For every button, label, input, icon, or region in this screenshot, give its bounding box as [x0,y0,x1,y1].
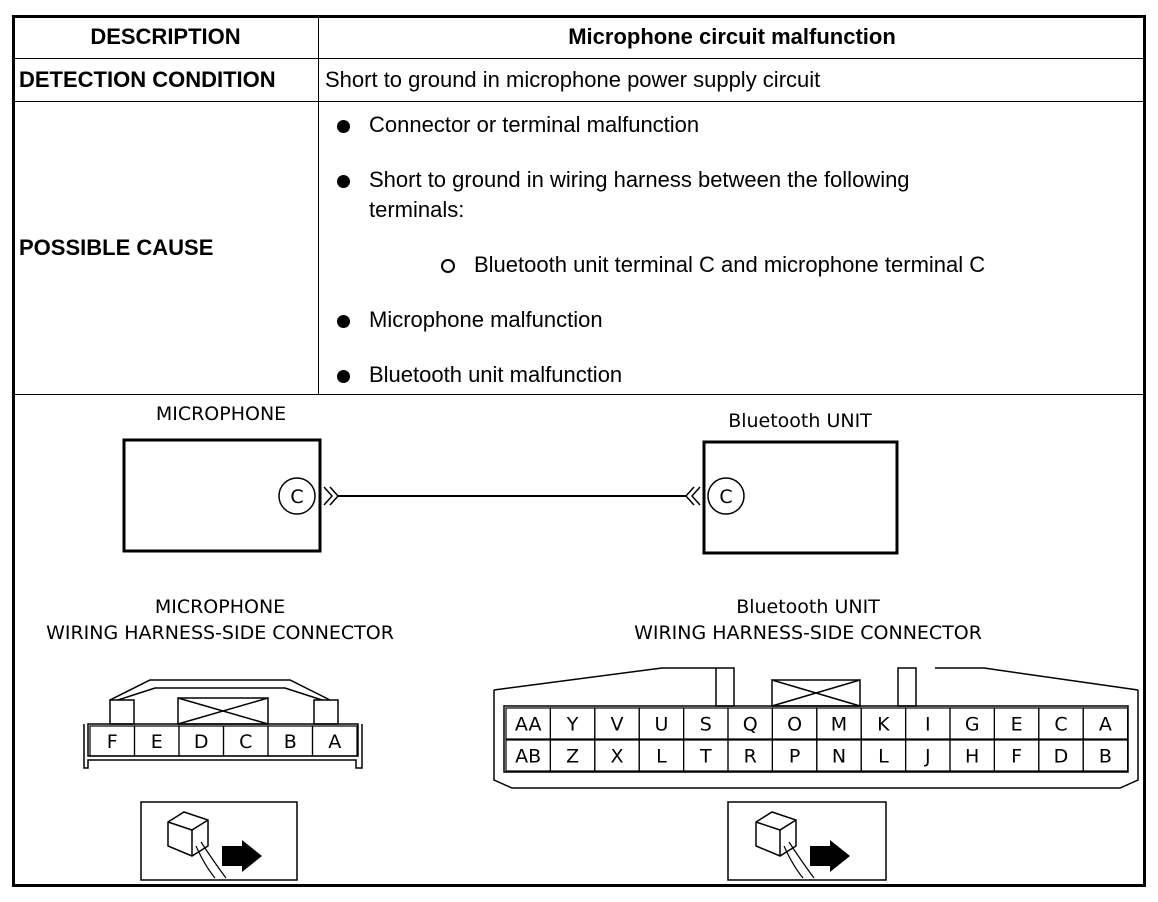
bt-terminal-label: C [719,486,732,508]
bt-bottom-pin-label: J [924,746,931,768]
bt-top-pin-label: V [611,714,624,736]
bluetooth-title: Bluetooth UNIT [728,410,872,432]
bt-top-pin-label: G [965,714,980,736]
bt-top-pin-label: AA [515,714,542,736]
circle-bullet-icon [441,259,455,273]
detection-row: DETECTION CONDITION Short to ground in m… [12,58,1146,102]
detection-label: DETECTION CONDITION [12,58,319,102]
description-row: DESCRIPTION Microphone circuit malfuncti… [12,15,1146,59]
bt-bottom-pin-label: F [1011,746,1022,768]
bt-top-pin-label: Y [566,714,579,736]
bt-top-pin-label: C [1054,714,1067,736]
bt-top-pin-label: U [654,714,668,736]
microphone-title: MICROPHONE [156,403,286,425]
bt-bottom-pin-label: AB [515,746,541,768]
bt-top-pin-label: K [877,714,890,736]
bt-terminal-circle [707,477,745,515]
cause-subitem: Bluetooth unit terminal C and microphone… [441,252,985,278]
mic-view-direction-icon [140,801,298,881]
bt-connector-title: Bluetooth UNIT [736,596,880,618]
description-value: Microphone circuit malfunction [318,15,1146,59]
mic-pin-label: E [151,731,163,753]
bt-top-pin-label: I [925,714,931,736]
bt-bottom-pin-label: X [610,746,623,768]
bt-top-pin-label: O [787,714,802,736]
cause-item-continued: terminals: [369,197,465,222]
bt-bottom-pin-cell [1082,739,1129,772]
mic-pin-label: F [107,731,118,753]
mic-connector-arrow-icon [323,486,340,506]
bullet-icon [337,315,350,328]
detection-value: Short to ground in microphone power supp… [318,58,1146,102]
bt-bottom-pin-label: T [699,746,712,768]
mic-connector-subtitle: WIRING HARNESS-SIDE CONNECTOR [46,622,394,644]
cause-item: Bluetooth unit malfunction [337,362,622,388]
mic-connector [83,679,363,769]
cause-row: POSSIBLE CAUSE Connector or terminal mal… [12,101,1146,395]
bt-connector-subtitle: WIRING HARNESS-SIDE CONNECTOR [634,622,982,644]
cause-label: POSSIBLE CAUSE [12,101,319,395]
bt-top-pin-label: Q [743,714,758,736]
bluetooth-box [702,440,899,555]
bullet-icon [337,120,350,133]
bt-bottom-pin-label: R [744,746,757,768]
bullet-icon [337,370,350,383]
bt-connector-arrow-icon [684,486,701,506]
cause-item: Microphone malfunction [337,307,603,333]
bt-bottom-pin-label: B [1099,746,1112,768]
microphone-box [122,438,322,553]
mic-pin-cell [311,725,358,757]
mic-pin-label: D [194,731,209,753]
cause-item: Short to ground in wiring harness betwee… [337,167,910,193]
cause-list: Connector or terminal malfunction Short … [318,101,1146,395]
info-table: DESCRIPTION Microphone circuit malfuncti… [12,15,1146,395]
bt-bottom-pin-label: L [656,746,667,768]
bt-bottom-pin-label: P [789,746,800,768]
bt-bottom-pin-label: L [878,746,889,768]
bt-top-pin-cell [1082,707,1129,740]
bt-connector [493,667,1139,789]
mic-connector-title: MICROPHONE [155,596,285,618]
mic-terminal-label: C [290,486,303,508]
mic-pin-label: C [239,731,252,753]
bt-bottom-pin-label: Z [566,746,579,768]
bt-top-pin-label: E [1011,714,1023,736]
bt-bottom-pin-label: D [1054,746,1069,768]
bt-bottom-pin-label: H [965,746,979,768]
bt-pin-grid: AA Y V U S Q O M K I G E C A AB Z X L T R P N L J H F D B [505,707,1129,772]
bt-top-pin-label: A [1099,714,1112,736]
bt-top-pin-label: S [700,714,712,736]
mic-pin-label: B [284,731,297,753]
bt-bottom-pin-label: N [832,746,846,768]
bt-top-pin-label: M [831,714,847,736]
cause-item: Connector or terminal malfunction [337,112,699,138]
mic-terminal-circle [278,477,316,515]
mic-pin-label: A [328,731,341,753]
bt-view-direction-icon [727,801,887,881]
bullet-icon [337,175,350,188]
